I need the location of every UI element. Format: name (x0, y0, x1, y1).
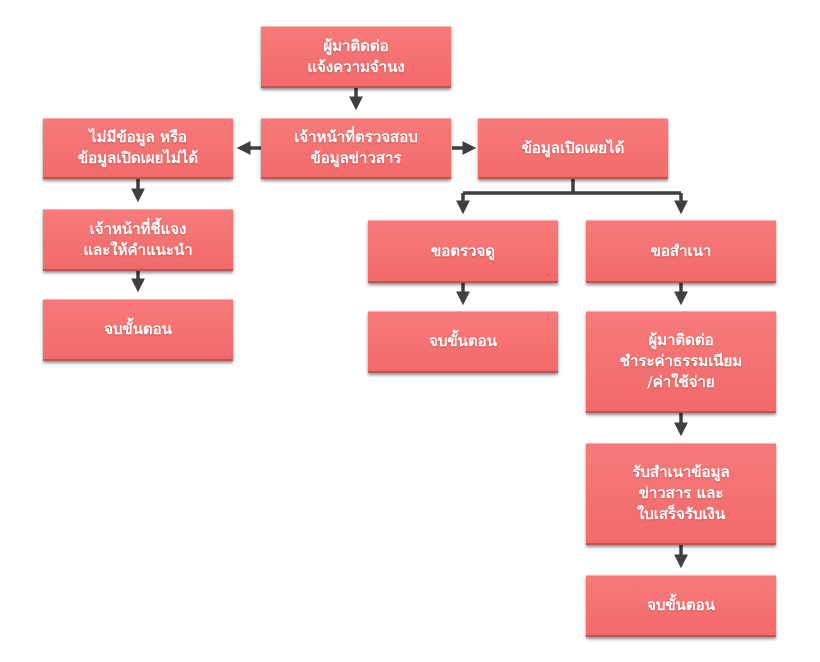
receive-copy-box: รับสำเนาข้อมูล ข่าวสาร และ ใบเสร็จรับเงิ… (586, 443, 776, 545)
end-right-label: จบขั้นตอน (647, 596, 715, 614)
no-info-box: ไม่มีข้อมูล หรือ ข้อมูลเปิดเผยไม่ได้ (43, 118, 233, 179)
pay-fee-label: ผู้มาติดต่อ ชำระค่าธรรมเนียม /ค่าใช้จ่าย (619, 331, 743, 391)
request-copy-box: ขอสำเนา (586, 220, 776, 283)
contact-label: ผู้มาติดต่อ แจ้งความจำนง (307, 36, 405, 76)
end-middle-box: จบขั้นตอน (368, 311, 558, 373)
disclosable-label: ข้อมูลเปิดเผยได้ (521, 138, 625, 157)
end-middle-label: จบขั้นตอน (429, 332, 497, 350)
explain-label: เจ้าหน้าที่ชี้แจง และให้คำแนะนำ (83, 219, 193, 259)
request-view-box: ขอตรวจดู (368, 220, 558, 283)
officer-check-label: เจ้าหน้าที่ตรวจสอบ ข้อมูลข่าวสาร (294, 128, 418, 167)
contact-box: ผู้มาติดต่อ แจ้งความจำนง (261, 26, 451, 88)
officer-check-box: เจ้าหน้าที่ตรวจสอบ ข้อมูลข่าวสาร (261, 118, 451, 179)
request-view-label: ขอตรวจดู (430, 241, 495, 260)
no-info-label: ไม่มีข้อมูล หรือ ข้อมูลเปิดเผยไม่ได้ (77, 128, 199, 167)
pay-fee-box: ผู้มาติดต่อ ชำระค่าธรรมเนียม /ค่าใช้จ่าย (586, 311, 776, 413)
end-left-label: จบขั้นตอน (104, 320, 172, 338)
receive-copy-label: รับสำเนาข้อมูล ข่าวสาร และ ใบเสร็จรับเงิ… (632, 463, 730, 523)
end-right-box: จบขั้นตอน (586, 575, 776, 637)
request-copy-label: ขอสำเนา (650, 241, 712, 260)
end-left-box: จบขั้นตอน (43, 299, 233, 361)
explain-box: เจ้าหน้าที่ชี้แจง และให้คำแนะนำ (43, 209, 233, 271)
disclosable-box: ข้อมูลเปิดเผยได้ (478, 118, 668, 179)
